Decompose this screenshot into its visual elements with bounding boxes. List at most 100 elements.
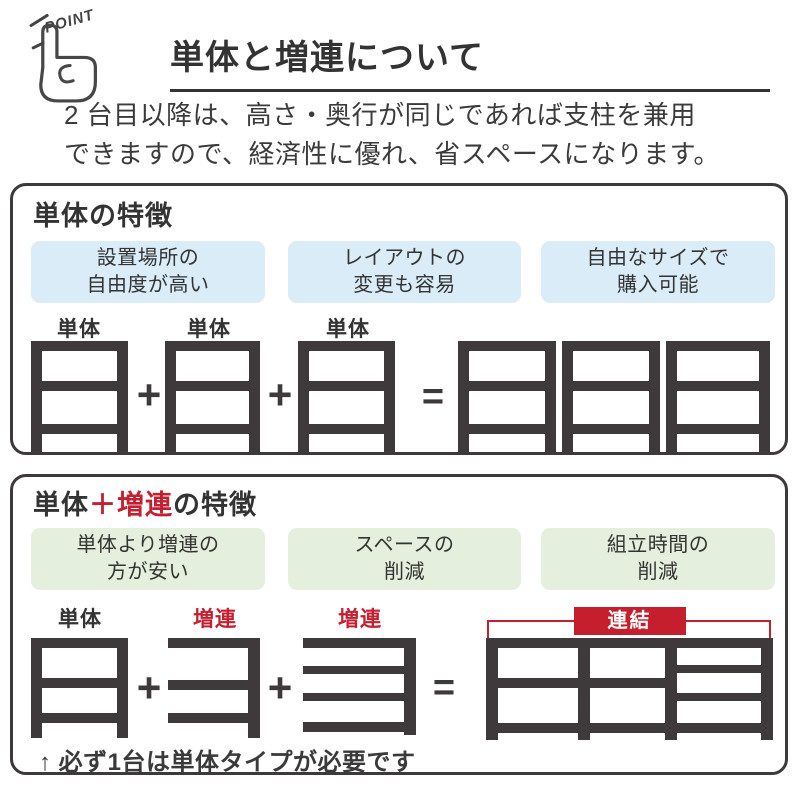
combined-shelf-diagram: 連結: [486, 607, 773, 740]
combo-heading: 単体＋増連の特徴: [33, 483, 257, 522]
shelf-bottom-bar: [562, 424, 660, 434]
shelf-top-bar: [562, 341, 660, 351]
result-shelf-diagram: [666, 341, 770, 453]
tag-line: 削減: [637, 561, 679, 583]
shelf-top-bar: [165, 341, 260, 351]
unit-label-standalone: 単体: [58, 608, 102, 631]
intro-line-2: できますので、経済性に優れ、省スペースになります。: [64, 139, 721, 169]
unit-label-addon: 増連: [338, 608, 382, 631]
benefit-tag: 単体より増連の 方が安い: [31, 528, 265, 590]
benefit-tag: 設置場所の 自由度が高い: [31, 241, 265, 303]
combo-heading-red: ＋増連: [89, 490, 173, 520]
shelf-top-bar: [168, 638, 260, 648]
shelf-middle-bar: [666, 381, 770, 391]
shelf-bottom-bar: [298, 424, 395, 434]
tag-line: 単体より増連の: [76, 534, 220, 556]
tag-line: 自由度が高い: [86, 274, 210, 296]
benefit-tag: 自由なサイズで 購入可能: [541, 241, 775, 303]
shelf-bottom-bar: [303, 722, 416, 732]
plus-sign: +: [267, 371, 293, 418]
shelf-left-post: [666, 341, 677, 453]
standalone-shelf-diagram: [31, 341, 128, 453]
plus-sign: +: [136, 371, 162, 418]
shelf-top-bar: [458, 341, 556, 351]
unit-label-standalone: 単体: [326, 318, 370, 341]
shelf-bottom-bar: [165, 424, 260, 434]
shelf-right-post: [759, 341, 770, 453]
benefit-tag: レイアウトの 変更も容易: [288, 241, 521, 303]
shelf-post: [761, 638, 773, 740]
requirement-note: ↑ 必ず1台は単体タイプが必要です: [39, 749, 416, 776]
plus-sign: +: [136, 664, 162, 711]
shelf-right-post: [117, 638, 128, 738]
combo-heading-part1: 単体: [33, 490, 89, 520]
shelf-post: [486, 638, 498, 740]
shelf-post: [578, 638, 590, 740]
bay1-middle-shelf: [486, 678, 590, 688]
tag-line: 組立時間の: [606, 534, 710, 556]
shelf-middle-bar: [31, 381, 128, 391]
addon-shelf-diagram: [303, 638, 416, 735]
standalone-panel: 単体の特徴 設置場所の 自由度が高い レイアウトの 変更も容易 自由なサイズで …: [10, 183, 788, 455]
unit-label-standalone: 単体: [187, 318, 231, 341]
unit-label-standalone: 単体: [57, 318, 101, 341]
result-shelf-diagram: [458, 341, 556, 453]
shelf-top-bar: [303, 638, 416, 648]
benefit-tag: スペースの 削減: [288, 528, 521, 590]
benefit-tag: 組立時間の 削減: [541, 528, 775, 590]
combo-heading-part2: の特徴: [173, 490, 257, 520]
shelf-left-post: [458, 341, 469, 453]
shelf-right-post: [249, 341, 260, 453]
shelf-bottom-bar: [486, 723, 773, 733]
shelf-top-bar: [486, 638, 773, 648]
bay2-middle-shelf: [578, 678, 677, 688]
connection-badge: 連結: [573, 607, 686, 635]
shelf-right-post: [649, 341, 660, 453]
shelf-middle-bar: [168, 680, 260, 690]
tag-line: レイアウトの: [343, 247, 466, 269]
shelf-bottom-bar: [458, 424, 556, 434]
tag-line: 方が安い: [107, 561, 189, 583]
shelf-left-post: [31, 341, 42, 453]
shelf-right-post: [384, 341, 395, 453]
equals-sign: =: [432, 667, 456, 709]
plus-sign: +: [267, 664, 293, 711]
tag-line: 変更も容易: [353, 274, 456, 296]
tag-line: 設置場所の: [96, 247, 200, 269]
result-shelf-diagram: [562, 341, 660, 453]
standalone-shelf-diagram: [165, 341, 260, 453]
shelf-middle-bar: [165, 381, 260, 391]
equals-sign: =: [421, 376, 445, 418]
shelf-right-post: [545, 341, 556, 453]
standalone-shelf-diagram: [298, 341, 395, 453]
shelf-top-bar: [31, 341, 128, 351]
shelf-right-post: [404, 638, 416, 735]
shelf-top-bar: [298, 341, 395, 351]
shelf-middle-bar: [303, 693, 416, 701]
pointing-hand-drawing: [39, 23, 98, 103]
shelf-top-bar: [666, 341, 770, 351]
unit-label-addon: 増連: [193, 608, 237, 631]
title-underline: [170, 89, 770, 92]
tag-line: 自由なサイズで: [586, 247, 730, 269]
pointing-hand-icon: [6, 20, 118, 106]
tag-line: 削減: [384, 561, 425, 583]
shelf-middle-bar: [562, 381, 660, 391]
shelf-left-post: [31, 638, 42, 738]
shelf-right-post: [248, 638, 260, 738]
intro-description: 2 台目以降は、高さ・奥行が同じであれば支柱を兼用 できますので、経済性に優れ、…: [64, 96, 720, 174]
shelf-left-post: [165, 341, 176, 453]
shelf-post: [665, 638, 677, 740]
shelf-bottom-bar: [31, 713, 128, 723]
shelf-bottom-bar: [31, 424, 128, 434]
tag-line: スペースの: [354, 534, 455, 556]
shelf-middle-bar: [298, 381, 395, 391]
shelf-middle-bar: [458, 381, 556, 391]
shelf-left-post: [298, 341, 309, 453]
shelf-bottom-bar: [666, 424, 770, 434]
standalone-shelf-diagram: [31, 638, 128, 738]
shelf-bottom-bar: [168, 713, 260, 723]
bay3-upper-shelf: [665, 665, 773, 673]
shelf-top-bar: [31, 638, 128, 648]
